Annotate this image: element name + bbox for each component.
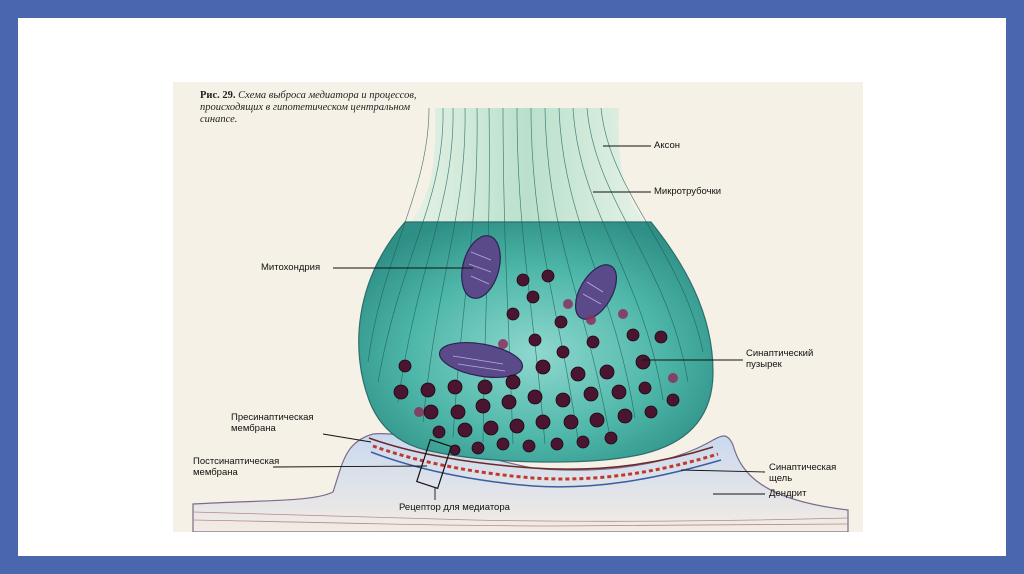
label-presynaptic-membrane: Пресинаптическая мембрана: [231, 412, 343, 434]
figure-number: Рис. 29.: [200, 90, 236, 101]
label-postsynaptic-membrane: Постсинаптическая мембрана: [193, 456, 305, 478]
label-mitochondrion: Митохондрия: [261, 262, 320, 273]
label-microtubules: Микротрубочки: [654, 186, 721, 197]
axon-shape: [403, 108, 653, 232]
label-dendrite: Дендрит: [769, 488, 806, 499]
label-synaptic-vesicle: Синаптический пузырек: [746, 348, 836, 370]
label-mediator-receptor: Рецептор для медиатора: [399, 502, 510, 513]
label-axon: Аксон: [654, 140, 680, 151]
synapse-figure: Рис. 29. Схема выброса медиатора и проце…: [173, 82, 863, 532]
figure-caption: Рис. 29. Схема выброса медиатора и проце…: [200, 90, 450, 126]
label-synaptic-cleft: Синаптическая щель: [769, 462, 859, 484]
slide: Рис. 29. Схема выброса медиатора и проце…: [18, 18, 1006, 556]
